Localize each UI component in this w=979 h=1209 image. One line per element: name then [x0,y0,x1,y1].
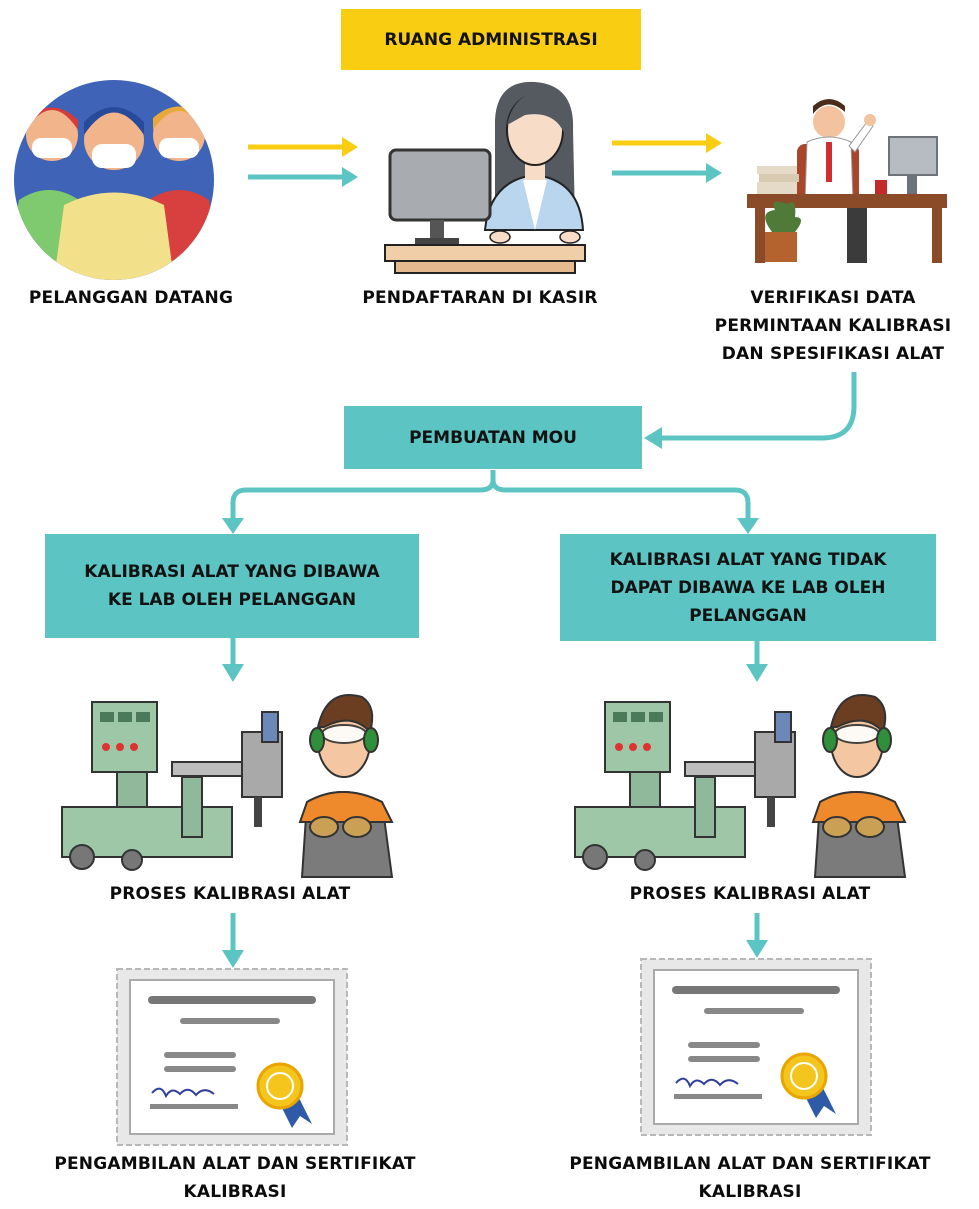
result-left-line: PENGAMBILAN ALAT DAN SERTIFIKAT [54,1154,416,1174]
customers-label: PELANGGAN DATANG [28,288,234,308]
result-left-line: KALIBRASI [183,1182,287,1202]
cashier-icon [384,81,586,274]
header-title: RUANG ADMINISTRASI [384,29,598,50]
cashier-label: PENDAFTARAN DI KASIR [362,288,598,308]
result-right-line: PENGAMBILAN ALAT DAN SERTIFIKAT [569,1154,931,1174]
calibration-machine-icon [574,694,907,878]
result-right-line: KALIBRASI [698,1182,802,1202]
result-left-label: PENGAMBILAN ALAT DAN SERTIFIKAT KALIBRAS… [0,1150,470,1206]
certificate-icon [116,968,348,1146]
verification-line: VERIFIKASI DATA [750,288,916,308]
branch-left-title-line: KE LAB OLEH PELANGGAN [107,590,357,610]
process-left-label: PROSES KALIBRASI ALAT [109,884,351,904]
header-banner: RUANG ADMINISTRASI [341,9,641,70]
customers-icon [14,80,214,280]
branch-right-title-line: PELANGGAN [689,605,807,626]
mou-box: PEMBUATAN MOU [344,406,642,469]
arrow-right-icon [248,137,358,187]
verification-line: PERMINTAAN KALIBRASI [714,316,952,336]
certificate-icon [640,958,872,1136]
mou-label: PEMBUATAN MOU [409,427,577,448]
branch-right-title-line: KALIBRASI ALAT YANG TIDAK [609,549,887,570]
verification-label: VERIFIKASI DATA PERMINTAAN KALIBRASI DAN… [688,284,978,368]
result-right-label: PENGAMBILAN ALAT DAN SERTIFIKAT KALIBRAS… [515,1150,979,1206]
office-worker-icon [727,82,961,272]
branch-right-box: KALIBRASI ALAT YANG TIDAK DAPAT DIBAWA K… [560,534,936,641]
arrow-right-icon [612,133,722,183]
process-right-label: PROSES KALIBRASI ALAT [629,884,871,904]
calibration-machine-icon [61,694,394,878]
verification-line: DAN SPESIFIKASI ALAT [721,344,945,364]
branch-left-title-line: KALIBRASI ALAT YANG DIBAWA [84,562,380,582]
branch-left-box: KALIBRASI ALAT YANG DIBAWA KE LAB OLEH P… [45,534,419,638]
branch-right-title-line: DAPAT DIBAWA KE LAB OLEH [610,577,886,598]
